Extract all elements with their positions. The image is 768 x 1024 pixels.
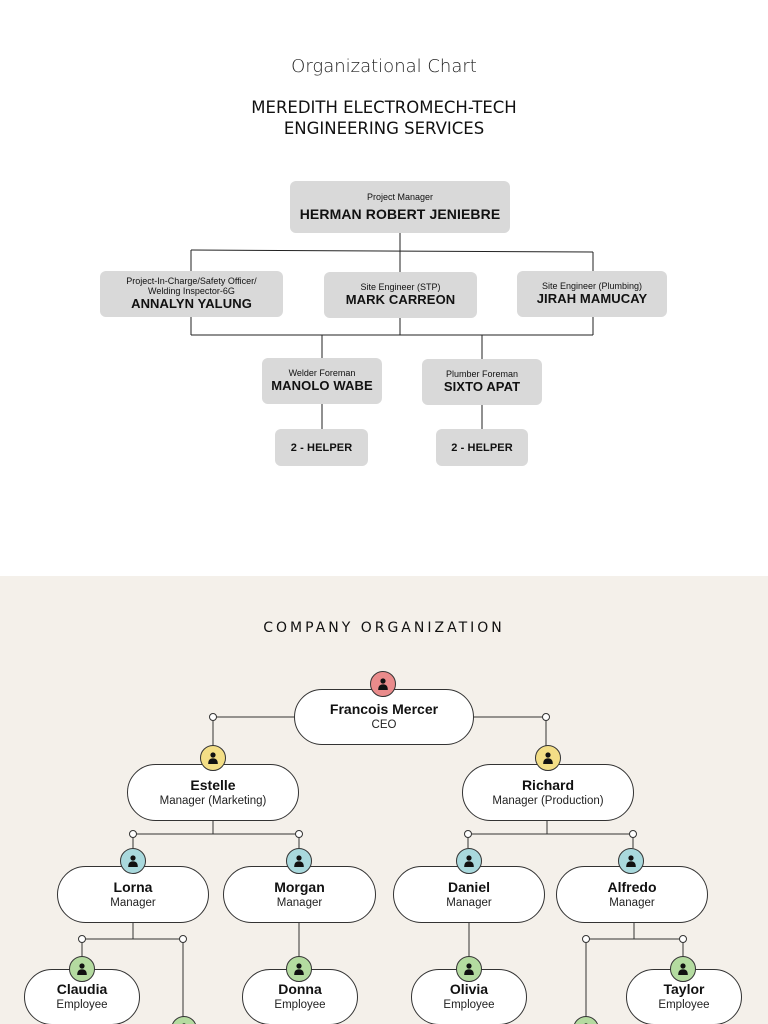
ceo-card: Francois Mercer CEO: [294, 689, 474, 745]
connector-node: [295, 830, 303, 838]
daniel-name: Daniel: [447, 878, 490, 895]
lorna-card: Lorna Manager: [57, 866, 209, 923]
alfredo-name: Alfredo: [607, 878, 657, 895]
claudia-role: Employee: [56, 999, 108, 1011]
site-engineer-plumbing-box: Site Engineer (Plumbing) JIRAH MAMUCAY: [517, 271, 667, 317]
morgan-role: Manager: [276, 896, 323, 909]
connector-node: [629, 830, 637, 838]
person-icon: [200, 745, 226, 771]
person-icon: [670, 956, 696, 982]
estelle-role: Manager (Marketing): [159, 794, 267, 807]
donna-name: Donna: [278, 981, 322, 997]
helper-left-label: 2 - HELPER: [290, 441, 353, 454]
project-in-charge-role-line2: Welding Inspector-6G: [148, 286, 235, 296]
project-manager-role: Project Manager: [366, 192, 434, 202]
donna-role: Employee: [274, 999, 326, 1011]
project-in-charge-box: Project-In-Charge/Safety Officer/ Weldin…: [100, 271, 283, 317]
daniel-card: Daniel Manager: [393, 866, 545, 923]
site-engineer-plumbing-role: Site Engineer (Plumbing): [541, 281, 643, 291]
connector-node: [464, 830, 472, 838]
project-manager-name: HERMAN ROBERT JENIEBRE: [299, 206, 501, 222]
taylor-role: Employee: [658, 999, 710, 1011]
company-name: MEREDITH ELECTROMECH-TECH ENGINEERING SE…: [0, 97, 768, 139]
morgan-name: Morgan: [274, 878, 325, 895]
project-in-charge-name: ANNALYN YALUNG: [131, 296, 252, 311]
company-connector-lines: [81, 716, 684, 1024]
person-icon: [120, 848, 146, 874]
person-icon: [618, 848, 644, 874]
estelle-name: Estelle: [190, 776, 236, 793]
org-chart-section: Organizational Chart MEREDITH ELECTROMEC…: [0, 56, 768, 466]
chart-heading: Organizational Chart: [291, 56, 477, 77]
site-engineer-stp-role: Site Engineer (STP): [360, 282, 441, 292]
person-icon: [535, 745, 561, 771]
plumber-foreman-box: Plumber Foreman SIXTO APAT: [422, 359, 542, 405]
plumber-foreman-role: Plumber Foreman: [445, 369, 519, 379]
richard-card: Richard Manager (Production): [462, 764, 634, 821]
claudia-name: Claudia: [56, 981, 108, 997]
morgan-card: Morgan Manager: [223, 866, 376, 923]
daniel-role: Manager: [446, 896, 492, 909]
welder-foreman-name: MANOLO WABE: [271, 378, 373, 393]
connector-node: [129, 830, 137, 838]
richard-role: Manager (Production): [492, 794, 604, 807]
connector-node: [582, 935, 590, 943]
company-name-line2: ENGINEERING SERVICES: [283, 119, 485, 138]
olivia-name: Olivia: [449, 981, 489, 997]
person-icon: [286, 956, 312, 982]
connector-node: [78, 935, 86, 943]
person-icon: [286, 848, 312, 874]
company-organization-section: COMPANY ORGANIZATION: [0, 576, 768, 1024]
welder-foreman-box: Welder Foreman MANOLO WABE: [262, 358, 382, 404]
estelle-card: Estelle Manager (Marketing): [127, 764, 299, 821]
alfredo-card: Alfredo Manager: [556, 866, 708, 923]
connector-node: [179, 935, 187, 943]
person-icon: [370, 671, 396, 697]
site-engineer-plumbing-name: JIRAH MAMUCAY: [536, 291, 648, 306]
person-icon: [69, 956, 95, 982]
connector-lines: [190, 232, 594, 429]
olivia-role: Employee: [443, 999, 495, 1011]
connector-node: [542, 713, 550, 721]
alfredo-role: Manager: [609, 896, 655, 909]
lorna-name: Lorna: [113, 878, 153, 895]
richard-name: Richard: [521, 776, 575, 793]
connector-node: [209, 713, 217, 721]
plumber-foreman-name: SIXTO APAT: [443, 379, 521, 394]
person-icon: [456, 848, 482, 874]
ceo-role: CEO: [371, 719, 397, 731]
company-organization-title: COMPANY ORGANIZATION: [263, 620, 505, 636]
project-manager-box: Project Manager HERMAN ROBERT JENIEBRE: [290, 181, 510, 233]
project-in-charge-role-line1: Project-In-Charge/Safety Officer/: [126, 276, 257, 286]
lorna-role: Manager: [110, 896, 156, 909]
site-engineer-stp-name: MARK CARREON: [345, 292, 456, 307]
taylor-name: Taylor: [663, 981, 705, 997]
connector-node: [679, 935, 687, 943]
site-engineer-stp-box: Site Engineer (STP) MARK CARREON: [324, 272, 477, 318]
welder-foreman-role: Welder Foreman: [288, 368, 356, 378]
helper-box-right: 2 - HELPER: [436, 429, 528, 466]
helper-box-left: 2 - HELPER: [275, 429, 368, 466]
person-icon: [456, 956, 482, 982]
helper-right-label: 2 - HELPER: [451, 441, 513, 454]
ceo-name: Francois Mercer: [329, 701, 439, 717]
company-name-line1: MEREDITH ELECTROMECH-TECH: [251, 98, 517, 117]
